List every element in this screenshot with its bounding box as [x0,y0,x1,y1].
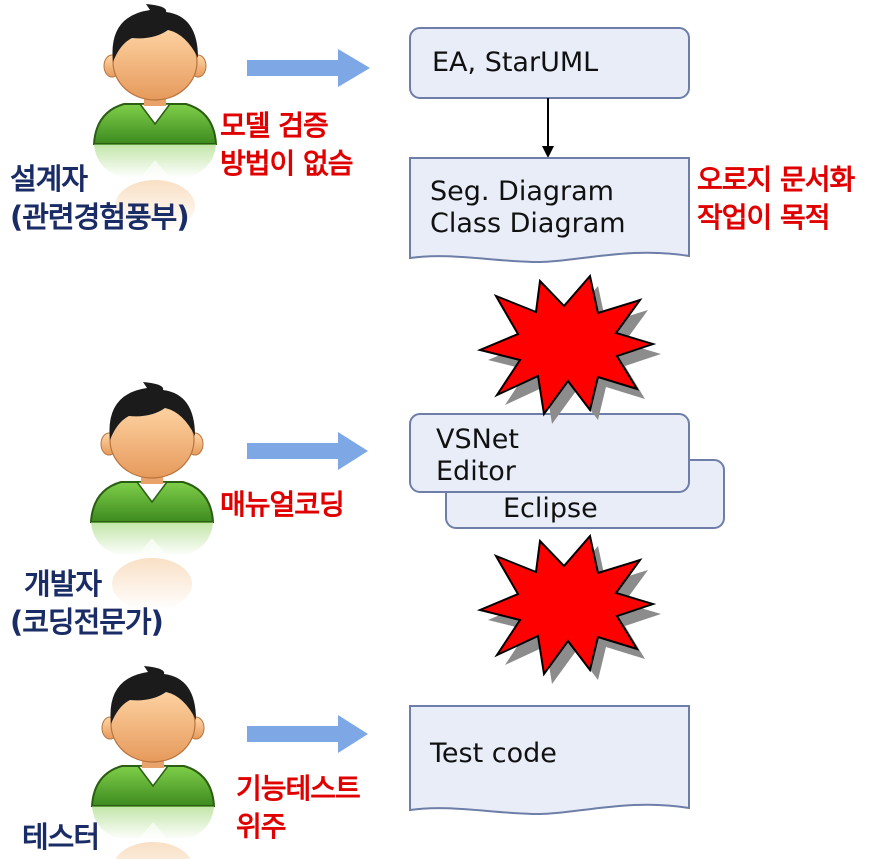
designer-role-detail: (관련경험풍부) [10,200,190,234]
dev-tool-back-label: Eclipse [503,493,598,524]
arrow-right-icon [247,715,368,753]
tester-role-label: 테스터 [22,820,100,854]
tester-avatar [91,665,215,859]
designer-note-line1: 모델 검증 [220,109,329,142]
dev-tool-front-line1: VSNet [436,424,520,455]
design-doc-line2: Class Diagram [430,208,626,239]
designer-note-line2: 방법이 없슴 [220,147,354,180]
explosion-burst-icon [476,273,661,424]
tester-note-line2: 위주 [236,810,287,843]
design-doc-line1: Seg. Diagram [430,176,614,207]
arrow-right-icon [247,49,370,87]
connector-arrow [542,98,554,158]
developer-note: 매뉴얼코딩 [220,488,345,521]
tester-note-line1: 기능테스트 [236,772,361,805]
test-doc-label: Test code [430,738,557,769]
design-document-shape [409,157,690,264]
designer-role-label: 설계자 [10,162,88,196]
arrow-right-icon [247,432,368,470]
design-tool-label: EA, StarUML [432,47,599,78]
dev-tool-front-line2: Editor [436,456,516,487]
developer-avatar [90,381,214,610]
design-note-line2: 작업이 목적 [697,201,831,234]
design-note-line1: 오로지 문서화 [697,163,855,196]
developer-role-label: 개발자 [24,567,102,601]
dev-tool-front-box [409,413,690,493]
explosion-burst-icon [476,533,661,684]
developer-role-detail: (코딩전문가) [10,605,164,639]
test-document-shape [409,705,690,816]
design-tool-box [409,27,690,99]
